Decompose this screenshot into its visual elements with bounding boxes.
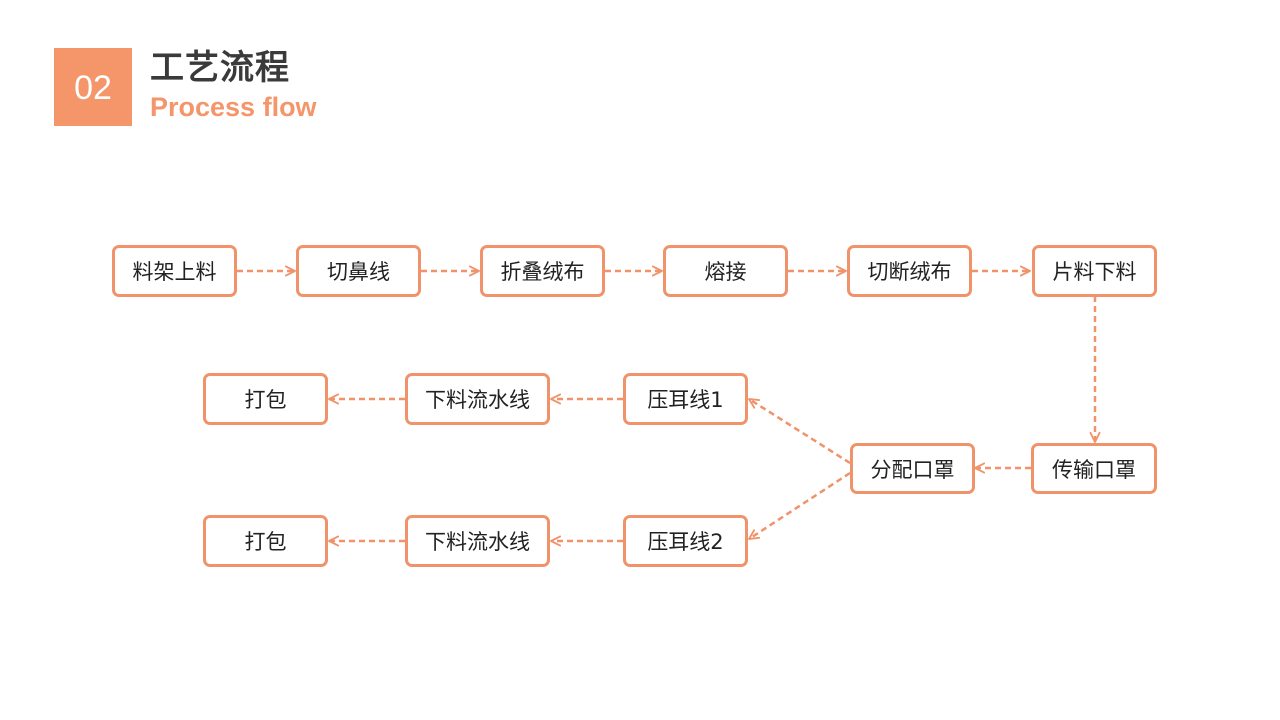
edge-n8-n12 bbox=[748, 471, 851, 541]
node-unloading-line-1: 下料流水线 bbox=[405, 373, 550, 425]
node-packing-2: 打包 bbox=[203, 515, 328, 567]
page-subtitle: Process flow bbox=[150, 92, 317, 122]
node-fold-fabric: 折叠绒布 bbox=[480, 245, 605, 297]
page-title: 工艺流程 bbox=[150, 48, 290, 88]
node-ear-loop-2: 压耳线2 bbox=[623, 515, 748, 567]
node-ear-loop-1: 压耳线1 bbox=[623, 373, 748, 425]
node-transport-masks: 传输口罩 bbox=[1031, 443, 1157, 494]
node-cut-fabric: 切断绒布 bbox=[847, 245, 972, 297]
edge-n8-n9 bbox=[748, 397, 851, 465]
node-unloading-line-2: 下料流水线 bbox=[405, 515, 550, 567]
node-packing-1: 打包 bbox=[203, 373, 328, 425]
node-welding: 熔接 bbox=[663, 245, 788, 297]
node-distribute-masks: 分配口罩 bbox=[850, 443, 975, 494]
node-sheet-unloading: 片料下料 bbox=[1032, 245, 1157, 297]
node-rack-loading: 料架上料 bbox=[112, 245, 237, 297]
section-number-badge: 02 bbox=[54, 48, 132, 126]
node-cut-nose-wire: 切鼻线 bbox=[296, 245, 421, 297]
